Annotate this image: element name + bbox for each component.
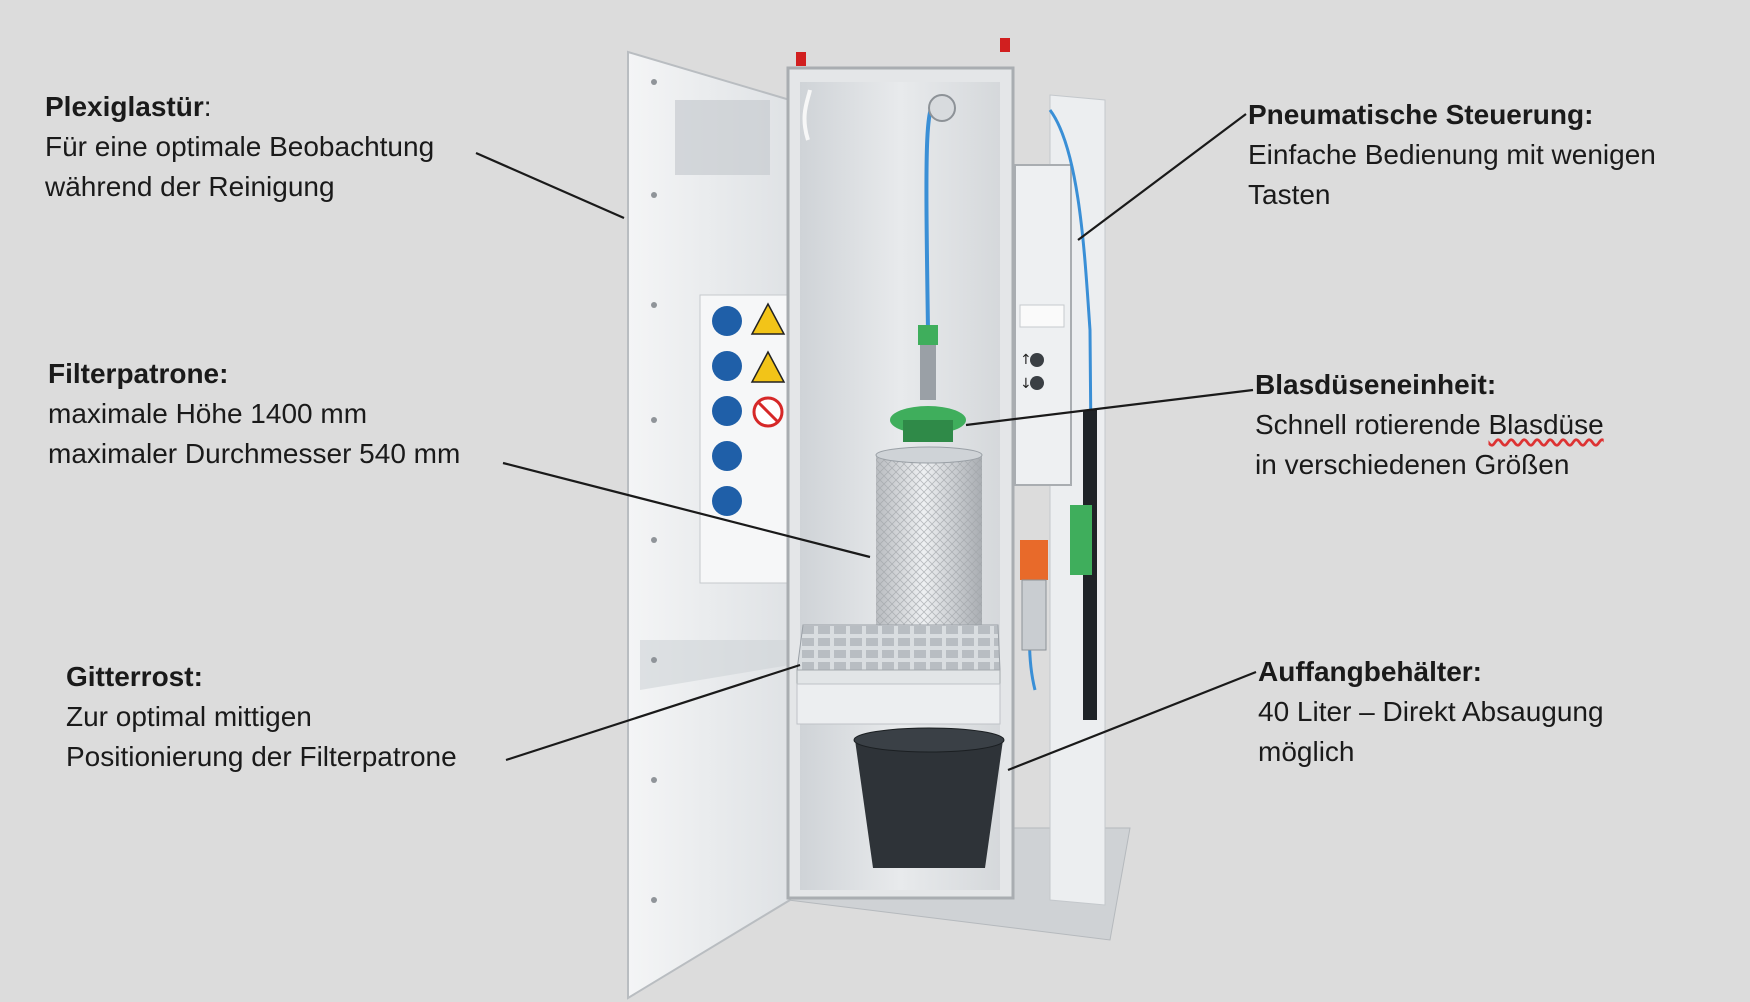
callout-door-line-2: während der Reinigung <box>45 171 335 202</box>
callout-tank: Auffangbehälter: 40 Liter – Direkt Absau… <box>1258 652 1604 772</box>
white-cable <box>802 89 812 141</box>
leader-nozzle <box>965 388 1254 427</box>
filter-top <box>875 446 983 464</box>
callout-nozzle-line-2: in verschiedenen Größen <box>1255 449 1570 480</box>
callout-grid-title: Gitterrost: <box>66 661 203 692</box>
callout-nozzle-line-1-word: Blasdüse <box>1488 409 1604 440</box>
goggles-icon <box>712 306 742 336</box>
callout-filter-title: Filterpatrone: <box>48 358 229 389</box>
ear-protection-icon <box>712 351 742 381</box>
callout-pneumatic-title: Pneumatische Steuerung: <box>1248 99 1594 130</box>
filter-mesh <box>876 455 982 645</box>
callout-filter-line-2: maximaler Durchmesser 540 mm <box>48 438 461 469</box>
warning-eye-icon <box>750 302 786 335</box>
callout-door-title-suffix: : <box>203 91 212 122</box>
leader-grid <box>505 663 801 762</box>
nozzle-shaft <box>920 345 936 400</box>
door-bolts <box>651 79 657 903</box>
leader-filter <box>502 461 871 559</box>
arrow-up-icon: ↑ <box>1020 352 1032 368</box>
callout-grid-line-2: Positionierung der Filterpatrone <box>66 741 457 772</box>
gloves-icon <box>712 486 742 516</box>
callout-tank-line-2: möglich <box>1258 736 1355 767</box>
warning-pressure-icon <box>750 350 786 383</box>
callout-door-line-1: Für eine optimale Beobachtung <box>45 131 435 162</box>
door-reflection <box>640 640 790 690</box>
callout-pneumatic-line-1: Einfache Bedienung mit wenigen <box>1248 139 1656 170</box>
valve-block <box>1070 505 1092 575</box>
bucket-rim <box>853 727 1005 753</box>
leader-door <box>475 151 625 220</box>
pulley <box>928 94 956 122</box>
control-button-down <box>1030 376 1044 390</box>
callout-nozzle-title: Blasdüseneinheit: <box>1255 369 1497 400</box>
callout-nozzle-line-1-prefix: Schnell rotierende <box>1255 409 1489 440</box>
control-button-up <box>1030 353 1044 367</box>
protective-suit-icon <box>712 441 742 471</box>
arrow-down-icon: ↓ <box>1020 376 1032 392</box>
leader-pneumatic <box>1077 113 1247 241</box>
callout-door-title-text: Plexiglastür <box>45 91 204 122</box>
nozzle-holder <box>903 420 953 442</box>
callout-filter: Filterpatrone: maximale Höhe 1400 mm max… <box>48 354 460 474</box>
callout-door: Plexiglastür: Für eine optimale Beobacht… <box>45 87 434 207</box>
filter-regulator <box>1021 579 1047 651</box>
pneumatic-tube <box>1048 109 1094 561</box>
nozzle-body <box>918 325 938 345</box>
door-label-plate <box>675 100 770 175</box>
safety-sign-panel <box>699 294 791 584</box>
callout-grid: Gitterrost: Zur optimal mittigen Positio… <box>66 657 457 777</box>
safety-signs <box>712 302 786 516</box>
collection-bucket <box>855 740 1003 868</box>
leader-lines <box>475 113 1257 772</box>
callout-door-title: Plexiglastür: <box>45 87 434 127</box>
callout-grid-line-1: Zur optimal mittigen <box>66 701 312 732</box>
callout-pneumatic: Pneumatische Steuerung: Einfache Bedienu… <box>1248 95 1656 215</box>
grating-front <box>796 669 1001 685</box>
warning-light-right <box>1000 38 1010 52</box>
pressure-regulator <box>1020 540 1048 580</box>
no-smoking-icon <box>752 396 784 428</box>
leader-tank <box>1007 670 1257 772</box>
warning-light-left <box>796 52 806 66</box>
callout-nozzle-line-1: Schnell rotierende Blasdüse <box>1255 405 1604 445</box>
callout-pneumatic-line-2: Tasten <box>1248 179 1331 210</box>
grating <box>796 624 1001 671</box>
shelf-panel <box>796 683 1001 725</box>
callout-nozzle: Blasdüseneinheit: Schnell rotierende Bla… <box>1255 365 1604 485</box>
callout-tank-title: Auffangbehälter: <box>1258 656 1482 687</box>
control-label <box>1019 304 1065 328</box>
callout-tank-line-1: 40 Liter – Direkt Absaugung <box>1258 696 1604 727</box>
callout-filter-line-1: maximale Höhe 1400 mm <box>48 398 368 429</box>
mask-icon <box>712 396 742 426</box>
